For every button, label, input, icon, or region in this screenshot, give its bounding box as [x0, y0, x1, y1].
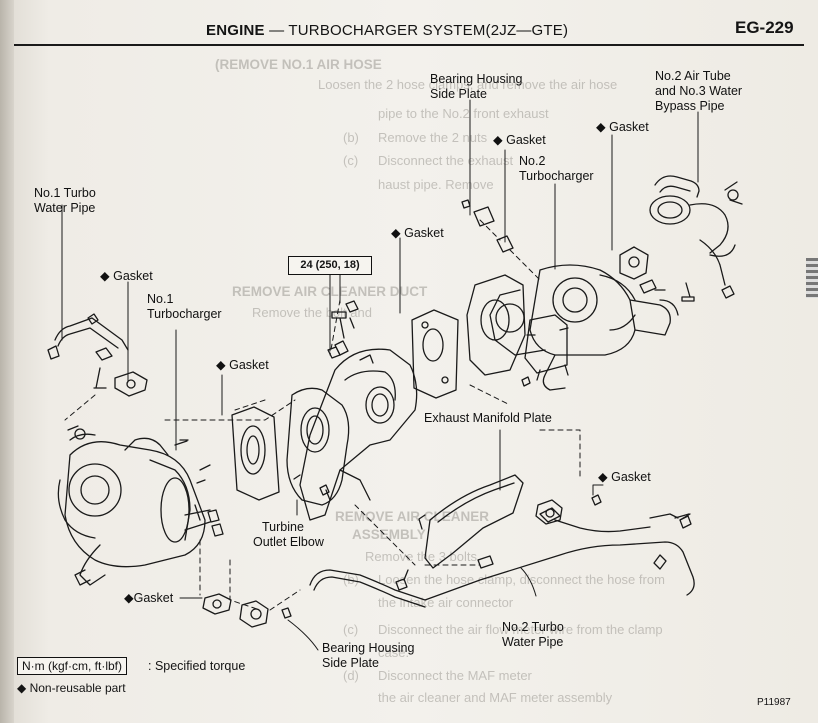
label-gasket: ◆Gasket	[124, 591, 174, 605]
heat-shield-drawing	[418, 474, 524, 569]
nut-group-drawing	[327, 300, 359, 359]
ghost-text: Remove the 3 bolts.	[365, 549, 481, 564]
no2-turbocharger-drawing	[489, 264, 679, 391]
ghost-text: haust pipe. Remove	[378, 177, 494, 192]
label-line: Side Plate	[430, 87, 487, 101]
assembly-dash-lines	[64, 219, 581, 611]
label-no2-turbo-water-pipe: No.2 Turbo Water Pipe	[502, 620, 564, 650]
label-no2-turbocharger: No.2 Turbocharger	[519, 154, 594, 184]
gasket-bottom-drawing	[202, 593, 292, 628]
page-header: ENGINE — TURBOCHARGER SYSTEM(2JZ—GTE) EG…	[0, 18, 818, 48]
ghost-text: Remove the bolt and	[252, 305, 372, 320]
label-no2-air-tube: No.2 Air Tube and No.3 Water Bypass Pipe	[655, 69, 742, 114]
torque-spec-box: 24 (250, 18)	[288, 256, 372, 275]
page-code: EG-229	[735, 18, 794, 37]
ghost-text: Disconnect the exhaust	[378, 153, 514, 168]
label-line: No.1	[147, 292, 174, 306]
ghost-text: case.	[378, 645, 410, 660]
legend-torque-desc: : Specified torque	[148, 659, 246, 673]
ghost-text: pipe to the No.2 front exhaust	[378, 106, 549, 121]
header-rule	[14, 44, 804, 46]
label-gasket: ◆ Gasket	[100, 269, 153, 283]
no2-air-tube-drawing	[649, 175, 743, 302]
label-line: Bearing Housing	[322, 641, 415, 655]
ghost-text: (b)	[343, 572, 359, 587]
legend-torque-unit: N·m (kgf·cm, ft·lbf)	[17, 657, 127, 675]
gasket-text: Gasket	[404, 226, 444, 240]
ghost-text: (b)	[343, 130, 359, 145]
label-line: Water Pipe	[502, 635, 564, 649]
label-line: Water Pipe	[34, 201, 96, 215]
gasket-right-bottom-drawing	[535, 494, 691, 525]
ghost-text: (REMOVE NO.1 AIR HOSE	[215, 57, 382, 72]
exhaust-manifold-plate-drawing	[466, 274, 569, 387]
label-line: Side Plate	[322, 656, 379, 670]
ghost-text: Loosen the 2 hose clamps, and remove the…	[318, 77, 618, 92]
ghost-text: Disconnect the air flow meter wire from …	[378, 622, 663, 637]
section-name: ENGINE	[206, 22, 265, 39]
ghost-text: the air cleaner and MAF meter assembly	[378, 690, 613, 705]
label-gasket: ◆ Gasket	[493, 133, 546, 147]
gasket-text: Gasket	[113, 269, 153, 283]
gasket-top-right-drawing	[619, 246, 649, 280]
gasket-text: Gasket	[609, 120, 649, 134]
label-line: Bypass Pipe	[655, 99, 725, 113]
label-gasket: ◆ Gasket	[216, 358, 269, 372]
label-line: No.2	[519, 154, 546, 168]
label-line: No.1 Turbo	[34, 186, 96, 200]
turbine-outlet-elbow-drawing	[286, 387, 350, 506]
ghost-text: Loosen the hose clamp, disconnect the ho…	[378, 572, 665, 587]
legend-non-reusable: ◆ Non-reusable part	[17, 681, 126, 695]
label-line: Turbine	[262, 520, 304, 534]
gasket-left-drawing	[231, 406, 280, 501]
label-bearing-housing-side-plate-top: Bearing Housing Side Plate	[430, 72, 522, 102]
ghost-text: (c)	[343, 622, 359, 637]
label-gasket: ◆ Gasket	[596, 120, 649, 134]
gasket-text: Gasket	[229, 358, 269, 372]
label-line: No.2 Turbo	[502, 620, 564, 634]
no2-turbo-water-pipe-drawing	[309, 507, 695, 608]
exhaust-manifold-drawing	[299, 311, 418, 521]
label-line: Turbocharger	[519, 169, 594, 183]
ghost-text: Disconnect the MAF meter	[378, 668, 532, 683]
label-gasket: ◆ Gasket	[391, 226, 444, 240]
label-no1-turbo-water-pipe: No.1 Turbo Water Pipe	[34, 186, 96, 216]
binding-edge	[0, 0, 14, 723]
label-line: Turbocharger	[147, 307, 222, 321]
label-bearing-housing-side-plate-bottom: Bearing Housing Side Plate	[322, 641, 414, 671]
leader-lines	[61, 99, 699, 651]
gasket-text: Gasket	[506, 133, 546, 147]
page-title: ENGINE — TURBOCHARGER SYSTEM(2JZ—GTE)	[206, 22, 568, 39]
ghost-text: ASSEMBLY	[352, 527, 426, 542]
gasket-water-pipe-drawing	[114, 371, 148, 397]
ghost-text: the intake air connector	[378, 595, 514, 610]
ghost-text: Remove the 2 nuts	[378, 130, 488, 145]
gasket-text: Gasket	[133, 591, 174, 605]
no1-turbo-water-pipe-drawing	[47, 313, 129, 389]
figure-code: P11987	[757, 697, 791, 708]
label-no1-turbocharger: No.1 Turbocharger	[147, 292, 222, 322]
label-turbine-outlet-elbow: Turbine Outlet Elbow	[253, 520, 324, 550]
label-line: No.2 Air Tube	[655, 69, 731, 83]
label-exhaust-manifold-plate: Exhaust Manifold Plate	[424, 411, 552, 425]
thumb-index-tab	[806, 258, 818, 298]
label-line: Bearing Housing	[430, 72, 523, 86]
ghost-text: (d)	[343, 668, 359, 683]
no1-turbocharger-drawing	[57, 425, 224, 586]
label-gasket: ◆ Gasket	[598, 470, 651, 484]
section-subtitle: TURBOCHARGER SYSTEM(2JZ—GTE)	[288, 22, 569, 39]
gasket-center-drawing	[411, 309, 459, 399]
label-line: and No.3 Water	[655, 84, 743, 98]
ghost-text: (c)	[343, 153, 359, 168]
gasket-text: Gasket	[611, 470, 651, 484]
label-line: Outlet Elbow	[253, 535, 324, 549]
title-dash: —	[264, 22, 289, 39]
